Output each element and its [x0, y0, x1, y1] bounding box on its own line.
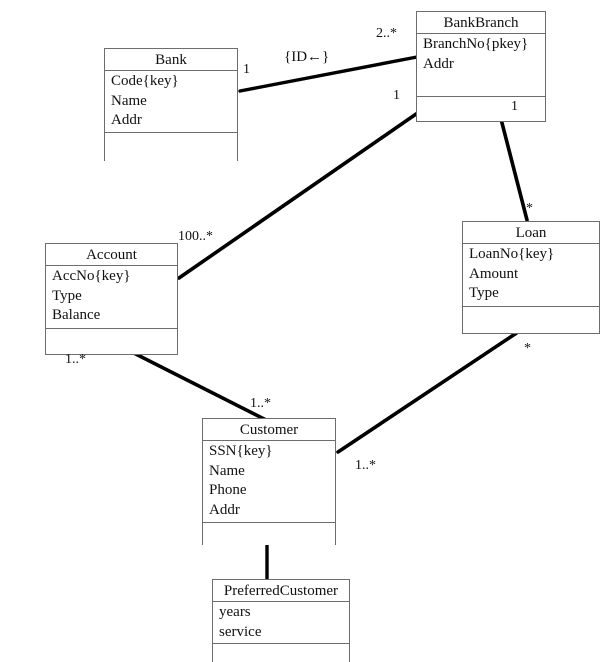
class-attributes-bank: Code{key} Name Addr: [105, 71, 237, 133]
class-name-bankbranch: BankBranch: [417, 12, 545, 34]
class-attributes-customer: SSN{key} Name Phone Addr: [203, 441, 335, 523]
attribute: Name: [209, 462, 245, 479]
attribute: Addr: [423, 55, 454, 72]
class-attributes-bankbranch: BranchNo{pkey} Addr: [417, 34, 545, 97]
constraint-id-arrow: {ID←}: [284, 49, 330, 65]
attribute: Addr: [111, 112, 142, 128]
class-operations-loan: [463, 307, 599, 334]
attribute: LoanNo{key}: [469, 246, 555, 262]
class-attributes-loan: LoanNo{key} Amount Type: [463, 244, 599, 307]
class-box-account[interactable]: Account AccNo{key} Type Balance: [45, 243, 178, 355]
multiplicity-bankbranch-two-or-more: 2..*: [376, 26, 397, 41]
attribute: years: [219, 604, 251, 620]
class-name-account: Account: [46, 244, 177, 266]
multiplicity-bankbranch-account-one: 1: [393, 88, 400, 103]
multiplicity-customer-account-one-or-more: 1..*: [250, 396, 271, 411]
attribute: Type: [52, 287, 82, 304]
attribute: Phone: [209, 482, 247, 498]
attribute: SSN{key}: [209, 443, 273, 459]
multiplicity-bank-one: 1: [243, 62, 250, 77]
attribute: Amount: [469, 265, 519, 282]
class-name-preferredcustomer: PreferredCustomer: [213, 580, 349, 602]
class-operations-bankbranch: [417, 97, 545, 122]
class-name-customer: Customer: [203, 419, 335, 441]
attribute: service: [219, 623, 262, 640]
attribute: BranchNo{pkey}: [423, 36, 529, 52]
class-box-bankbranch[interactable]: BankBranch BranchNo{pkey} Addr: [416, 11, 546, 122]
multiplicity-account-hundred-or-more: 100..*: [178, 229, 213, 244]
attribute: Name: [111, 92, 147, 109]
class-box-customer[interactable]: Customer SSN{key} Name Phone Addr: [202, 418, 336, 545]
class-name-bank: Bank: [105, 49, 237, 71]
class-box-bank[interactable]: Bank Code{key} Name Addr: [104, 48, 238, 161]
multiplicity-loan-many: *: [526, 201, 533, 216]
class-operations-customer: [203, 523, 335, 545]
multiplicity-account-one-or-more: 1..*: [65, 352, 86, 367]
attribute: AccNo{key}: [52, 268, 131, 284]
class-operations-bank: [105, 133, 237, 161]
attribute: Code{key}: [111, 73, 179, 89]
multiplicity-loan-customer-many: *: [524, 341, 531, 356]
class-attributes-account: AccNo{key} Type Balance: [46, 266, 177, 329]
class-attributes-preferredcustomer: years service: [213, 602, 349, 644]
class-box-loan[interactable]: Loan LoanNo{key} Amount Type: [462, 221, 600, 334]
multiplicity-bankbranch-loan-one: 1: [511, 99, 518, 114]
attribute: Balance: [52, 307, 101, 323]
multiplicity-customer-loan-one-or-more: 1..*: [355, 458, 376, 473]
class-operations-preferredcustomer: [213, 644, 349, 662]
class-box-preferredcustomer[interactable]: PreferredCustomer years service: [212, 579, 350, 662]
attribute: Type: [469, 285, 499, 301]
class-name-loan: Loan: [463, 222, 599, 244]
attribute: Addr: [209, 501, 240, 518]
association-loan-customer: [336, 320, 535, 454]
